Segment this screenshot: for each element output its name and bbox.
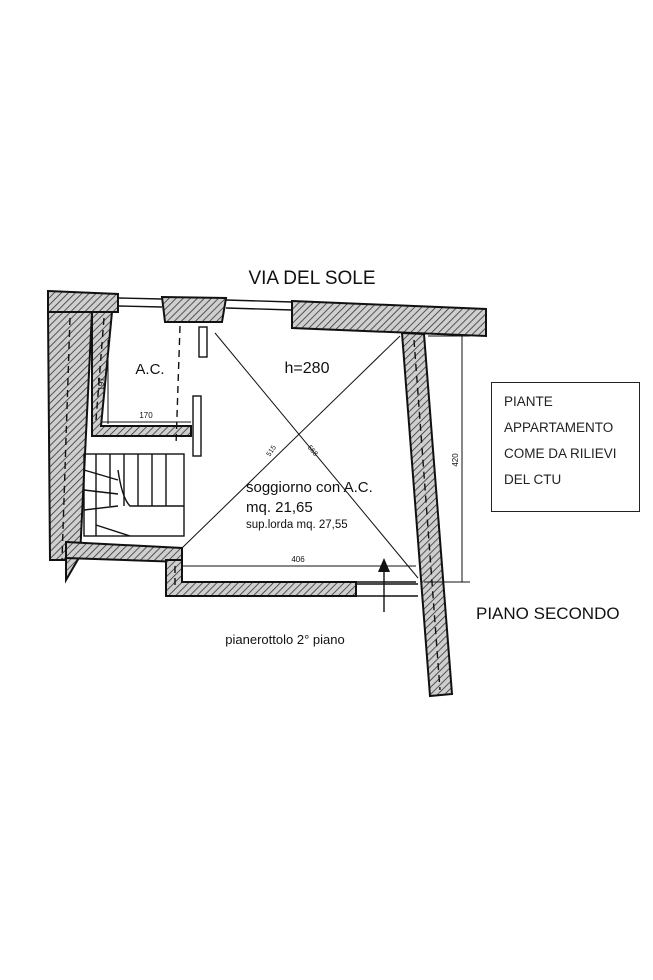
legend-line: COME DA RILIEVI [504,446,617,461]
street-pillar [160,295,228,323]
legend-line: PIANTE [504,394,553,409]
window-right-line-2 [225,307,293,311]
ac-label: A.C. [135,361,164,378]
ac-width-text: 170 [139,411,153,420]
left-wall-dashline [61,317,71,561]
gross-area: sup.lorda mq. 27,55 [246,519,348,531]
floor-label: PIANO SECONDO [476,604,620,623]
stair-bottom-wall [65,540,183,564]
legend-line: DEL CTU [504,472,562,487]
height-label: h=280 [285,360,330,377]
ac-room-wall [91,311,192,437]
left-wall [46,311,94,584]
room-depth-text: 420 [451,453,460,467]
landing-corner-wall [165,559,357,597]
street-label: VIA DEL SOLE [248,268,375,289]
legend-box: PIANTE APPARTAMENTO COME DA RILIEVI DEL … [491,382,640,512]
window-left-line-2 [117,305,163,308]
ac-wall-dashline [95,317,105,421]
legend-line: APPARTAMENTO [504,420,614,435]
diagonal-a [214,332,419,579]
street-wall-right [291,299,487,338]
landing-label: pianerottolo 2° piano [225,632,344,647]
living-room-area: mq. 21,65 [246,499,313,516]
ac-wall-dashline-2 [175,325,181,447]
ac-door-jamb-2 [192,395,202,457]
window-right-line [225,299,293,303]
room-width-text: 406 [291,555,305,564]
entry-arrow-icon [378,558,390,612]
living-room-label: soggiorno con A.C. [246,479,373,496]
staircase [83,453,185,537]
window-left-line [117,297,163,300]
right-wall-dashline [413,339,441,691]
diagonal-b [181,335,401,549]
ac-door-jamb [198,326,208,358]
ac-depth-text: 197 [97,377,106,391]
street-wall-left [47,289,119,313]
